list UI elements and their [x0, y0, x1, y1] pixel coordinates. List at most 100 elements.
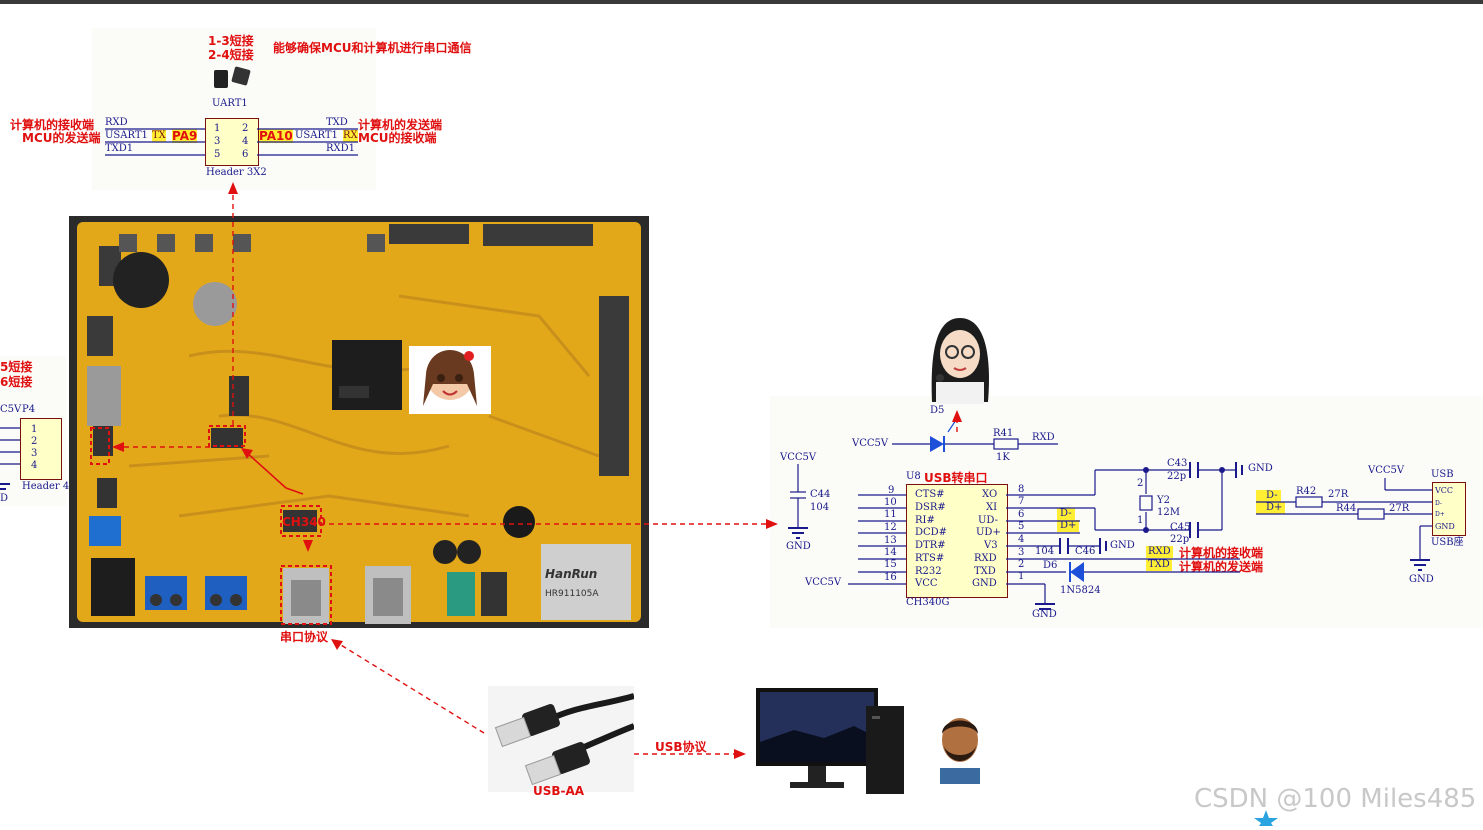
rpin-num-4: 4: [1018, 534, 1025, 545]
led-d5: D5: [930, 405, 945, 416]
net-txd: TXD: [326, 117, 348, 128]
gnd-ic: GND: [1032, 609, 1057, 620]
rpin-num-2: 2: [1018, 559, 1025, 570]
net-txd-out: TXD: [1146, 559, 1172, 571]
u8-ref: U8: [906, 471, 921, 482]
ch340g-part: CH340G: [906, 597, 950, 608]
y2-pin-1: 1: [1137, 515, 1144, 526]
y2: Y2: [1157, 495, 1170, 506]
rpin-num-5: 5: [1018, 521, 1025, 532]
rpin-xo: XO: [982, 489, 998, 500]
jack-code: HR911105A: [545, 589, 599, 599]
rpin-num-1: 1: [1018, 571, 1025, 582]
net-pa10: PA10: [259, 129, 293, 143]
c46: C46: [1075, 546, 1096, 557]
lpin-vcc: VCC: [915, 578, 938, 589]
right-label-mcu-rx: MCU的接收端: [358, 131, 437, 145]
dev-board-photo: HanRun HR911105A: [69, 216, 649, 632]
c44: C44: [810, 489, 831, 500]
rpin-num-8: 8: [1018, 484, 1025, 495]
left-p4: P4: [22, 404, 36, 415]
net-usart1-left: USART1: [105, 130, 148, 141]
board-usb-label: 串口协议: [280, 630, 329, 644]
r44-val: 27R: [1389, 503, 1410, 514]
lpin-ri: RI#: [915, 515, 935, 526]
rpin-udm: UD-: [978, 515, 999, 526]
c44-val: 104: [810, 502, 830, 513]
pin-1: 1: [214, 123, 221, 134]
rxd-note: 计算机的接收端: [1179, 546, 1264, 560]
uart-note: 能够确保MCU和计算机进行串口通信: [273, 41, 472, 55]
net-pa9: PA9: [172, 129, 198, 143]
txd-note: 计算机的发送端: [1179, 560, 1264, 574]
usb-vcc: VCC5V: [1368, 465, 1405, 476]
y2-val: 12M: [1157, 507, 1180, 518]
right-label-pc-tx: 计算机的发送端: [358, 118, 443, 132]
r41-val: 1K: [996, 452, 1010, 463]
left-note-6: 6短接: [0, 375, 33, 389]
ch340g-body: [906, 484, 1008, 598]
c43-val: 22p: [1167, 471, 1187, 482]
usb-aa-label: USB-AA: [533, 784, 585, 798]
pin-4: 4: [242, 136, 249, 147]
header-4-body: [20, 418, 62, 480]
gnd-c46: GND: [1110, 540, 1135, 551]
c46-val: 104: [1035, 546, 1055, 557]
p4-pin-4: 4: [31, 460, 38, 471]
usb-title: USB: [1431, 469, 1454, 480]
left-vcc: C5V: [0, 404, 22, 415]
rpin-gnd: GND: [972, 578, 997, 589]
rpin-xi: XI: [986, 502, 998, 513]
usb-protocol-label: USB协议: [655, 740, 707, 754]
vcc5v-led: VCC5V: [852, 438, 889, 449]
rxd-net: RXD: [1032, 432, 1055, 443]
avatar-woman: [922, 312, 998, 408]
p4-footer: Header 4: [22, 481, 70, 492]
y2-pin-2: 2: [1137, 478, 1144, 489]
board-ch340-label: CH340: [282, 515, 326, 529]
net-rxd-out: RXD: [1146, 546, 1173, 558]
usb-socket-body: [1432, 482, 1466, 536]
header-3x2-body: [205, 118, 259, 166]
pin-2: 2: [242, 123, 249, 134]
computer-icon: [754, 686, 910, 800]
d6: D6: [1043, 560, 1058, 571]
usb-pin-dm: D-: [1435, 500, 1442, 507]
usb-footer: USB座: [1431, 537, 1464, 548]
gnd-c44: GND: [786, 541, 811, 552]
lpin-dsr: DSR#: [915, 502, 946, 513]
r44: R44: [1336, 503, 1357, 514]
c45-val: 22p: [1170, 534, 1190, 545]
net-tx: TX: [152, 130, 166, 142]
r42: R42: [1296, 486, 1317, 497]
p4-pin-2: 2: [31, 436, 38, 447]
lpin-num-9: 9: [888, 485, 895, 496]
left-note-5: 5短接: [0, 360, 33, 374]
r41: R41: [993, 428, 1014, 439]
usb-pin-gnd: GND: [1435, 522, 1455, 531]
uart-title: UART1: [212, 98, 248, 109]
rpin-num-6: 6: [1018, 509, 1025, 520]
pin-3: 3: [214, 136, 221, 147]
rpin-num-7: 7: [1018, 496, 1025, 507]
lpin-dtr: DTR#: [915, 540, 946, 551]
usb-pin-dp: D+: [1435, 511, 1445, 518]
vcc5v-ic: VCC5V: [805, 577, 842, 588]
net-rx: RX: [343, 130, 358, 142]
gnd-c43: GND: [1248, 463, 1273, 474]
lpin-num-11: 11: [884, 509, 897, 520]
net-txd1: TXD1: [105, 143, 134, 154]
avatar-man: [934, 712, 986, 788]
left-gnd: D: [0, 493, 9, 504]
lpin-rts: RTS#: [915, 553, 945, 564]
lpin-num-14: 14: [884, 547, 897, 558]
lpin-dcd: DCD#: [915, 527, 948, 538]
watermark: CSDN @100 Miles485: [1194, 784, 1477, 814]
net-rxd: RXD: [105, 117, 128, 128]
left-label-pc-rx: 计算机的接收端: [10, 118, 95, 132]
c43: C43: [1167, 458, 1188, 469]
net-dp: D+: [1057, 520, 1080, 532]
rpin-v3: V3: [984, 540, 998, 551]
star-icon: [1252, 810, 1280, 830]
